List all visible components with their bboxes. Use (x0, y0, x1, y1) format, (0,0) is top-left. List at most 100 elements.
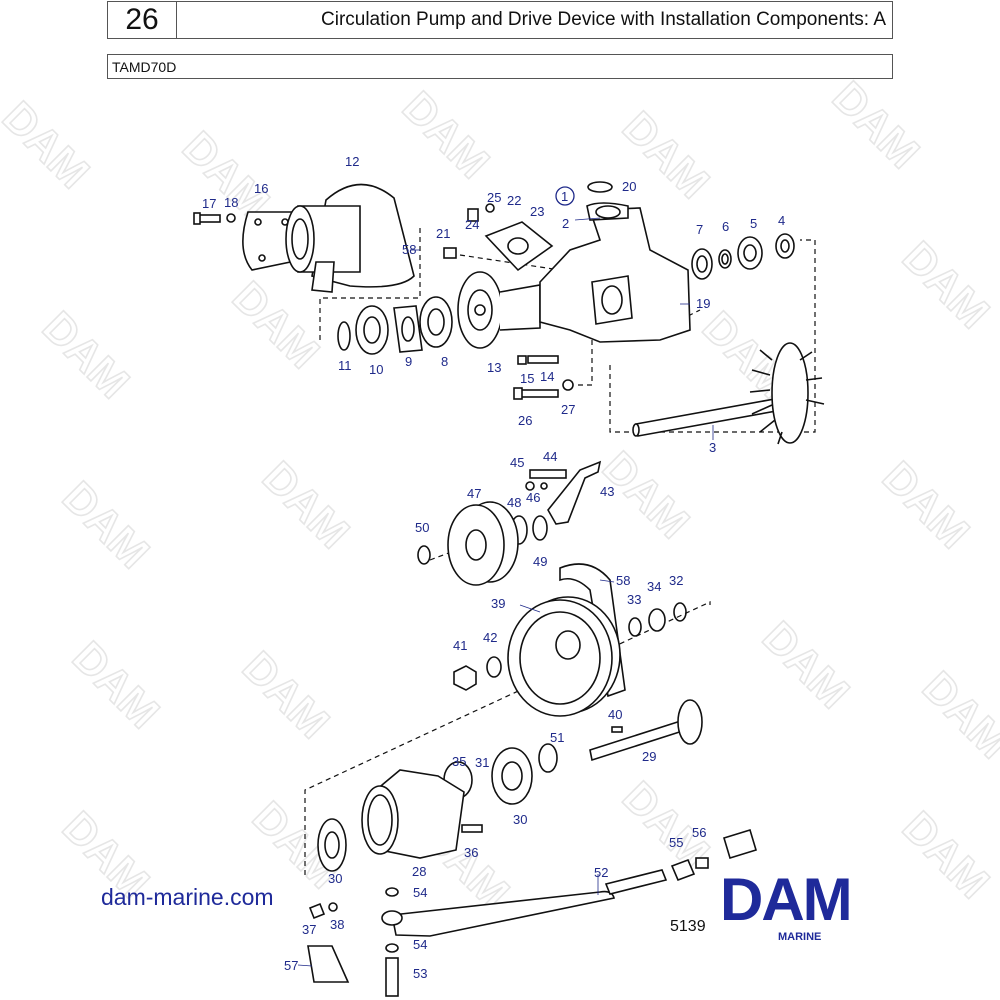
impeller-shaft-3 (632, 342, 825, 445)
bolt-14 (527, 355, 559, 364)
stud-36 (461, 824, 483, 833)
callout-30-lower: 30 (328, 871, 342, 886)
connector-56b (723, 828, 757, 860)
callout-39: 39 (491, 596, 505, 611)
callout-22: 22 (507, 193, 521, 208)
logo-text: DAM (720, 872, 851, 933)
callout-8: 8 (441, 354, 448, 369)
callout-21: 21 (436, 226, 450, 241)
seal-34 (648, 608, 666, 632)
callout-58-upper: 58 (402, 242, 416, 257)
seal-4 (775, 233, 795, 259)
callout-32: 32 (669, 573, 683, 588)
oring-20 (587, 181, 613, 193)
callout-5: 5 (750, 216, 757, 231)
callout-53: 53 (413, 966, 427, 981)
logo-subtitle: MARINE (778, 931, 821, 943)
bearing-30 (317, 818, 347, 872)
nut-55 (670, 858, 696, 882)
nut-37 (308, 902, 326, 920)
gasket-22-23 (484, 221, 554, 272)
watermark-text: DAM (53, 472, 159, 578)
callout-36: 36 (464, 845, 478, 860)
callout-54-lower: 54 (413, 937, 427, 952)
leader-lines (297, 217, 714, 967)
callout-24: 24 (465, 217, 479, 232)
callout-2: 2 (562, 216, 569, 231)
bolt-53 (385, 957, 399, 997)
nut-45 (525, 481, 535, 491)
watermark-text: DAM (873, 452, 979, 558)
callout-48: 48 (507, 495, 521, 510)
watermark-text: DAM (253, 452, 359, 558)
flange-hub-13 (457, 271, 541, 349)
watermark-text: DAM (893, 232, 999, 338)
callout-35: 35 (452, 754, 466, 769)
nut-41 (453, 665, 477, 691)
callout-7: 7 (696, 222, 703, 237)
key-40 (611, 726, 623, 733)
drive-housing-28 (361, 769, 465, 859)
website-link[interactable]: dam-marine.com (101, 884, 274, 910)
bearing-7 (691, 248, 713, 280)
dam-marine-logo: DAM MARINE (720, 872, 853, 943)
pulley-housing-12 (285, 183, 415, 293)
watermark-text: DAM (893, 802, 999, 908)
bolt-24 (467, 208, 479, 222)
circlip-11 (337, 321, 351, 351)
bearing-8 (419, 296, 453, 348)
bearing-10 (355, 305, 389, 355)
oring-32 (673, 602, 687, 622)
callout-54-upper: 54 (413, 885, 427, 900)
callout-19: 19 (696, 296, 710, 311)
washer-18 (226, 213, 236, 223)
part-drawings (193, 181, 825, 997)
watermark-text: DAM (393, 82, 499, 188)
callout-25: 25 (487, 190, 501, 205)
callout-44: 44 (543, 449, 557, 464)
callout-31: 31 (475, 755, 489, 770)
callout-58-lower: 58 (616, 573, 630, 588)
seal-6 (718, 249, 732, 269)
callout-49: 49 (533, 554, 547, 569)
stud-44 (529, 469, 567, 479)
watermark-text: DAM (33, 302, 139, 408)
callout-27: 27 (561, 402, 575, 417)
pump-housing-19 (539, 202, 691, 343)
callout-16: 16 (254, 181, 268, 196)
rod-end (604, 869, 668, 895)
callout-18: 18 (224, 195, 238, 210)
callout-20: 20 (622, 179, 636, 194)
circlip-49 (532, 515, 548, 541)
nut-15 (517, 355, 527, 365)
callout-55: 55 (669, 835, 683, 850)
callout-1: 1 (561, 189, 568, 204)
seal-33 (628, 617, 642, 637)
callout-34: 34 (647, 579, 661, 594)
callout-37: 37 (302, 922, 316, 937)
circlip-50 (417, 545, 431, 565)
washer-51 (538, 743, 558, 773)
bolt-26 (519, 389, 559, 398)
watermark-text: DAM (913, 662, 1000, 768)
callout-15: 15 (520, 371, 534, 386)
callout-4: 4 (778, 213, 785, 228)
washer-25 (485, 203, 495, 213)
callout-45: 45 (510, 455, 524, 470)
callout-41: 41 (453, 638, 467, 653)
callout-46: 46 (526, 490, 540, 505)
bearing-31 (491, 747, 533, 805)
callout-12: 12 (345, 154, 359, 169)
plug-21 (443, 247, 457, 259)
callout-14: 14 (540, 369, 554, 384)
callout-13: 13 (487, 360, 501, 375)
callout-ring (555, 186, 575, 206)
lever-eye (381, 910, 403, 926)
drawing-code: 5139 (670, 918, 706, 935)
callout-3: 3 (709, 440, 716, 455)
section-number: 26 (107, 1, 177, 39)
watermark-text: DAM (823, 72, 929, 178)
washer-46 (540, 482, 548, 490)
callout-29: 29 (642, 749, 656, 764)
washer-42 (486, 656, 502, 678)
